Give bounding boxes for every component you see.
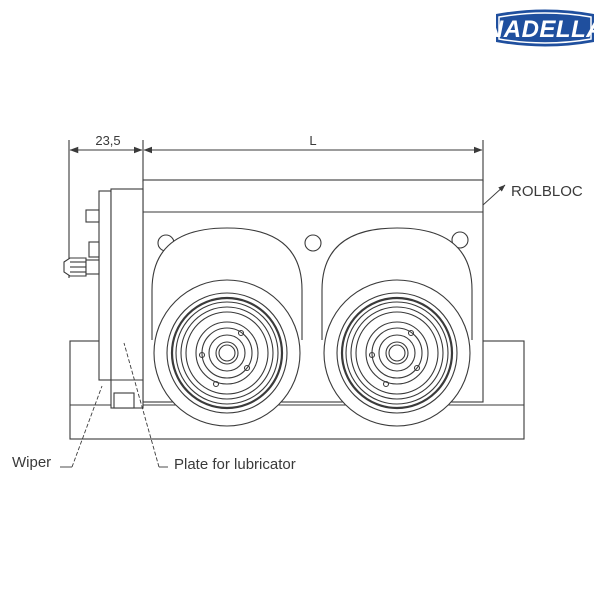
lubricator-plate xyxy=(63,188,144,409)
dimension-label-plate-width: 23,5 xyxy=(95,133,120,148)
logo-text: NADELLA xyxy=(486,16,600,43)
callout-wiper: Wiper xyxy=(12,454,51,471)
nadella-logo: NADELLA xyxy=(486,9,600,47)
callout-leaders xyxy=(60,184,506,468)
roller-wheel-left xyxy=(151,227,303,427)
dimension-label-length: L xyxy=(309,133,316,148)
callout-plate-for-lubricator: Plate for lubricator xyxy=(174,456,296,473)
roller-wheel-right xyxy=(321,227,473,427)
dimension-lines xyxy=(68,140,484,278)
callout-rolbloc: ROLBLOC xyxy=(511,183,583,200)
